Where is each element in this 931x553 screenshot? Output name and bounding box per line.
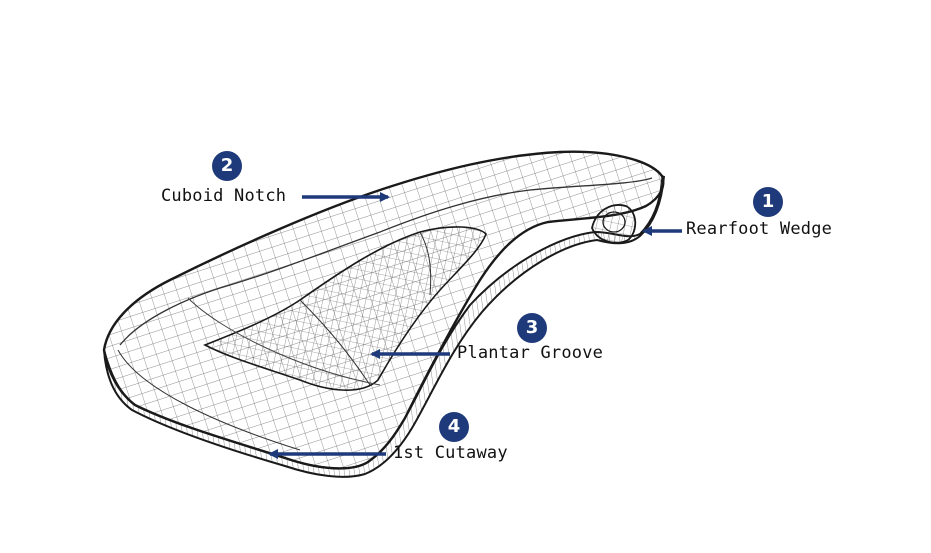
callout-badge-1: 1 (753, 187, 783, 217)
callout-badge-4: 4 (439, 412, 469, 442)
cuboid-notch-label: Cuboid Notch (161, 186, 287, 206)
callout-badge-3: 3 (517, 313, 547, 343)
plantar-groove-label: Plantar Groove (457, 343, 604, 363)
rearfoot-wedge-label: Rearfoot Wedge (686, 219, 833, 239)
rearfoot-wedge-pocket (591, 204, 637, 244)
insole-rim-contour (119, 177, 653, 346)
plantar-groove-channel (203, 226, 487, 391)
first-cutaway-label: 1st Cutaway (393, 443, 508, 463)
callout-badge-2: 2 (212, 151, 242, 181)
